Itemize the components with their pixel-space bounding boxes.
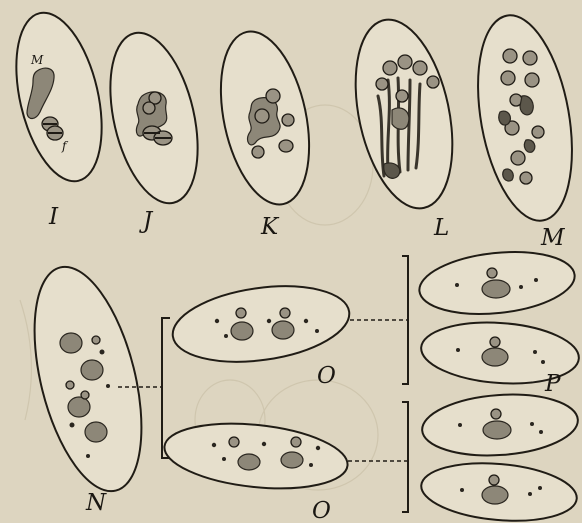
panel-label-p: P — [544, 371, 561, 397]
panel-label-o-lower: O — [312, 498, 331, 523]
panel-label-j: J — [139, 208, 154, 234]
bracket-o-lower-to-p — [402, 402, 408, 512]
cell-p-3 — [420, 390, 580, 461]
panel-label-l: L — [433, 215, 449, 241]
cell-p-1 — [416, 245, 577, 321]
cell-l — [340, 11, 468, 218]
cell-p-4 — [419, 457, 579, 523]
panel-label-k: K — [260, 214, 280, 240]
macronucleus-label: M — [30, 53, 44, 67]
panel-label-n: N — [85, 490, 107, 516]
cell-k — [207, 23, 324, 212]
cell-j — [95, 24, 212, 212]
panel-label-o-upper: O — [317, 363, 336, 389]
panel-label-i: I — [48, 204, 59, 230]
panel-label-m: M — [540, 225, 566, 251]
cell-i: M f — [2, 4, 117, 189]
cell-o-upper — [168, 276, 354, 372]
cell-n — [15, 256, 162, 502]
cell-m — [464, 8, 582, 228]
cell-o-lower — [161, 416, 350, 497]
